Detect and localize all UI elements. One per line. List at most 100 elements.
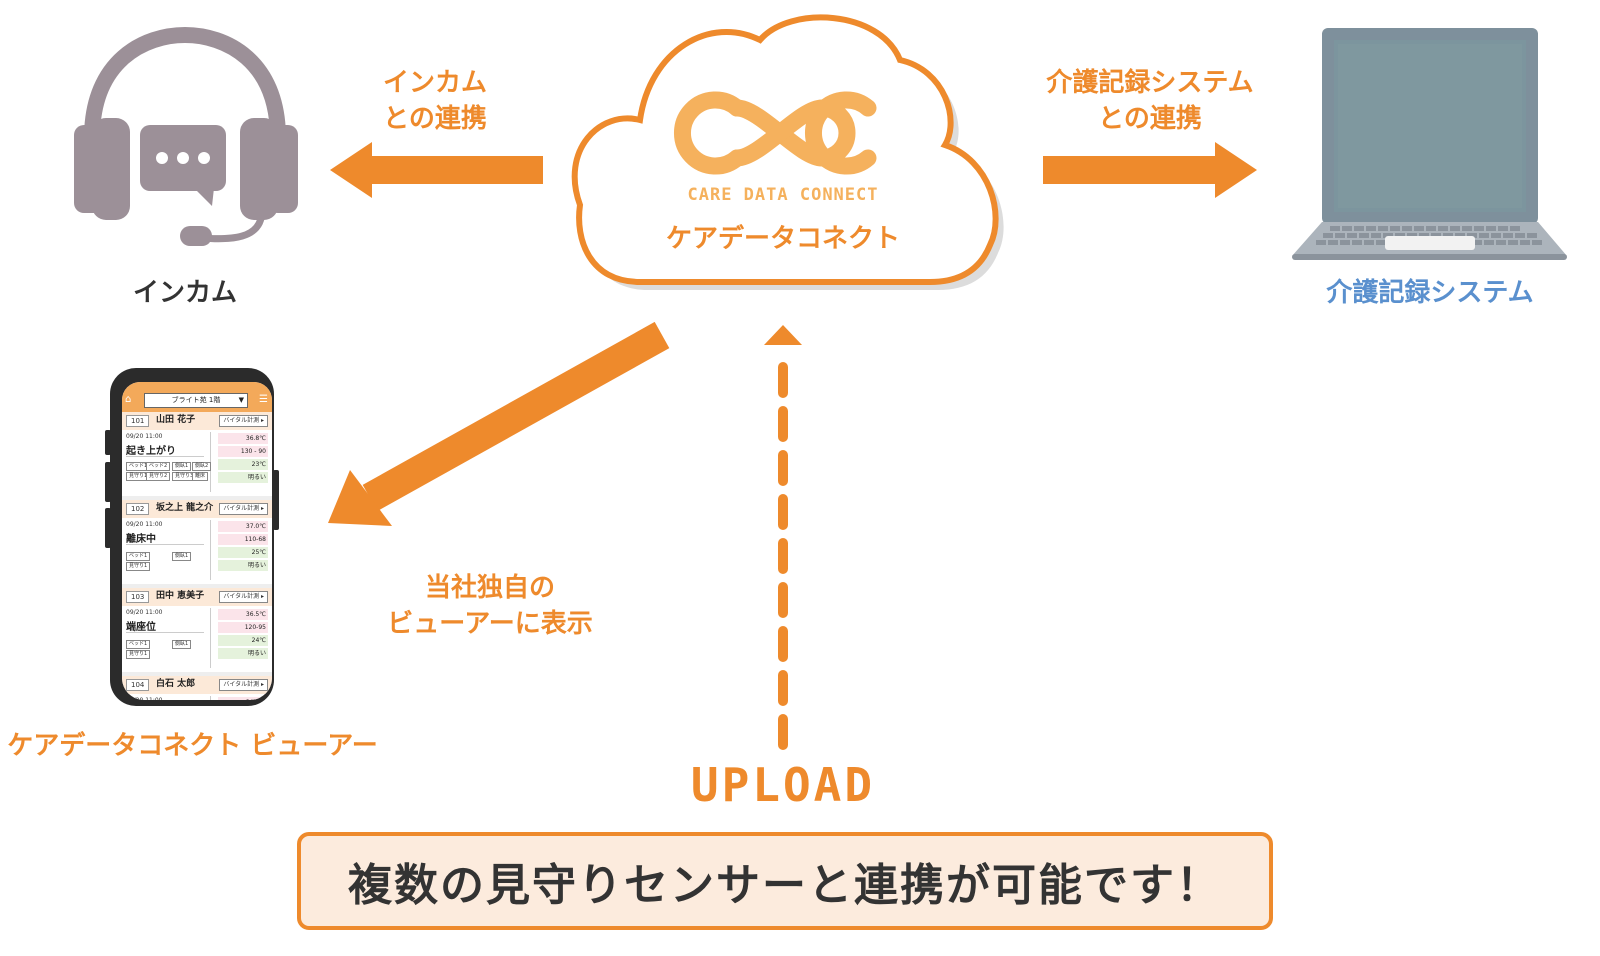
status-time: 09/20 11:00 — [126, 697, 163, 700]
arrow-to-viewer — [328, 321, 670, 526]
keyboard-key — [1376, 240, 1386, 245]
keyboard-key — [1354, 226, 1364, 231]
divider — [126, 456, 204, 457]
vital-value: 130 - 90 — [218, 446, 268, 457]
keyboard-key — [1443, 233, 1453, 238]
sensor-tag: ベッド2 — [146, 462, 171, 471]
keyboard-key — [1527, 233, 1537, 238]
keyboard-key — [1426, 226, 1436, 231]
keyboard-key — [1467, 233, 1477, 238]
sensor-tag: 見守り1 — [126, 650, 151, 659]
keyboard-key — [1479, 233, 1489, 238]
keyboard-key — [1330, 226, 1340, 231]
viewer-link-line1: 当社独自の — [424, 573, 555, 603]
sensor-tag: ベッド1 — [126, 552, 151, 561]
vital-value: 37.0℃ — [218, 521, 268, 532]
resident-card[interactable]: 104 白石 太郎 バイタル計測 ▸ 09/20 11:00 36.8℃ — [122, 676, 272, 700]
vital-value: 25℃ — [218, 547, 268, 558]
floor-select-value: ブライト苑 1階 — [171, 396, 221, 404]
vital-measure-button[interactable]: バイタル計測 ▸ — [219, 679, 268, 691]
keyboard-key — [1340, 240, 1350, 245]
upload-arrow — [764, 325, 802, 750]
keyboard-key — [1414, 226, 1424, 231]
keyboard-key — [1395, 233, 1405, 238]
arrow-to-record-system — [1043, 142, 1257, 198]
resident-state: 起き上がり — [126, 446, 176, 457]
keyboard-key — [1431, 233, 1441, 238]
vital-value: 明るい — [218, 472, 268, 483]
keyboard-key — [1359, 233, 1369, 238]
keyboard-key — [1407, 233, 1417, 238]
room-number: 104 — [126, 679, 150, 691]
vital-value: 明るい — [218, 648, 268, 659]
arrow-to-intercom — [330, 142, 543, 198]
keyboard-key — [1520, 240, 1530, 245]
vital-value: 24℃ — [218, 635, 268, 646]
cloud-shape — [571, 14, 1004, 291]
resident-name: 白石 太郎 — [156, 679, 196, 689]
upload-label: UPLOAD — [690, 758, 876, 812]
keyboard-key — [1508, 240, 1518, 245]
vital-value: 36.8℃ — [218, 697, 268, 700]
vital-measure-button[interactable]: バイタル計測 ▸ — [219, 415, 268, 427]
sensor-tag: 側臥1 — [172, 462, 192, 471]
sensor-tag: 離床 — [192, 472, 209, 481]
keyboard-key — [1438, 226, 1448, 231]
keyboard-key — [1316, 240, 1326, 245]
resident-state: 端座位 — [126, 622, 156, 633]
resident-name: 田中 恵美子 — [156, 591, 205, 601]
keyboard-key — [1455, 233, 1465, 238]
vital-value: 36.8℃ — [218, 433, 268, 444]
record-system-link-line1: 介護記録システム — [1046, 68, 1254, 98]
viewer-link-line2: ビューアーに表示 — [387, 609, 593, 639]
divider — [210, 520, 211, 580]
record-system-link-line2: との連携 — [1098, 104, 1202, 134]
keyboard-key — [1510, 226, 1520, 231]
keyboard-key — [1328, 240, 1338, 245]
resident-card-header: 104 白石 太郎 バイタル計測 ▸ — [122, 676, 272, 694]
intercom-label: インカム — [132, 278, 237, 308]
headset-icon — [74, 26, 298, 246]
status-time: 09/20 11:00 — [126, 521, 163, 528]
keyboard-key — [1323, 233, 1333, 238]
divider — [126, 544, 204, 545]
status-time: 09/20 11:00 — [126, 609, 163, 616]
keyboard-key — [1402, 226, 1412, 231]
resident-name: 坂之上 龍之介 — [156, 503, 214, 513]
cloud-name: ケアデータコネクト — [665, 224, 900, 254]
caret-down-icon: ▼ — [238, 396, 244, 404]
keyboard-key — [1335, 233, 1345, 238]
keyboard-key — [1364, 240, 1374, 245]
status-time: 09/20 11:00 — [126, 433, 163, 440]
home-icon[interactable]: ⌂ — [125, 394, 132, 405]
vital-measure-button[interactable]: バイタル計測 ▸ — [219, 591, 268, 603]
divider — [210, 608, 211, 668]
keyboard-key — [1486, 226, 1496, 231]
divider — [210, 696, 211, 700]
resident-name: 山田 花子 — [156, 415, 196, 425]
phone-header: ⌂ ブライト苑 1階 ▼ ☰ — [122, 382, 272, 412]
record-system-label: 介護記録システム — [1326, 278, 1534, 308]
sensor-tag: 見守り2 — [146, 472, 171, 481]
menu-icon[interactable]: ☰ — [259, 394, 268, 405]
vital-value: 明るい — [218, 560, 268, 571]
divider — [126, 632, 204, 633]
room-number: 102 — [126, 503, 150, 515]
logo-subtitle: CARE DATA CONNECT — [687, 185, 879, 205]
vital-value: 120-95 — [218, 622, 268, 633]
keyboard-key — [1450, 226, 1460, 231]
feature-banner: 複数の見守りセンサーと連携が可能です！ — [297, 832, 1273, 930]
vital-measure-button[interactable]: バイタル計測 ▸ — [219, 503, 268, 515]
banner-text: 複数の見守りセンサーと連携が可能です！ — [348, 860, 1222, 911]
vital-value: 110-68 — [218, 534, 268, 545]
floor-select[interactable]: ブライト苑 1階 ▼ — [144, 393, 248, 408]
viewer-label: ケアデータコネクト ビューアー — [7, 731, 378, 761]
keyboard-key — [1474, 226, 1484, 231]
sensor-tag: 側臥2 — [192, 462, 212, 471]
